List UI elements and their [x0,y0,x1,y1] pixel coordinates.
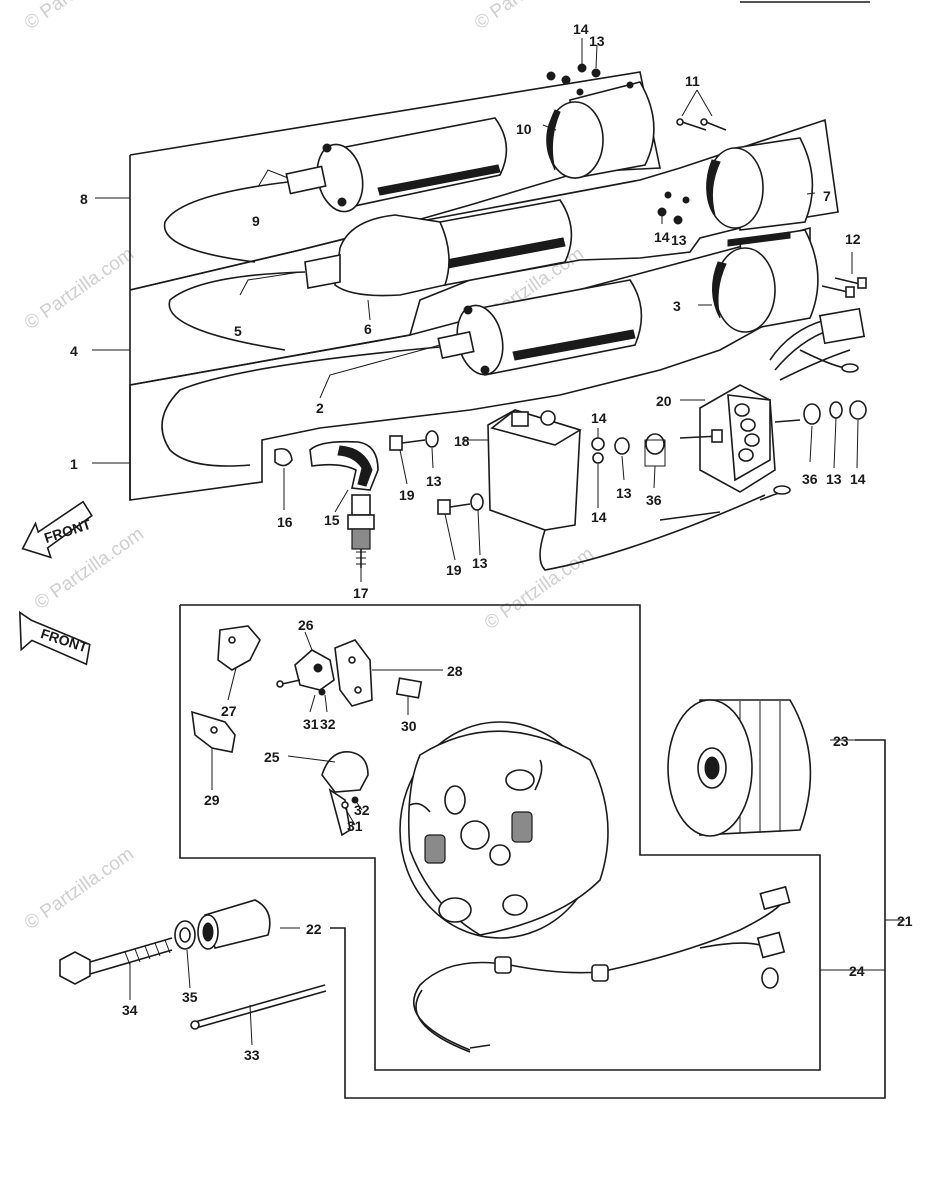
condenser-box-18 [487,409,791,571]
callout-29: 29 [204,792,220,808]
bracket-21 [330,739,886,1099]
callout-19-lower: 19 [446,562,462,578]
bracket-29 [191,710,236,753]
callout-14-top: 14 [573,21,589,37]
bolts-11 [676,89,727,131]
rod-33 [190,984,327,1030]
plate-28 [334,639,373,707]
callout-32-a: 32 [320,716,336,732]
callout-31-a: 31 [303,716,319,732]
callout-12: 12 [845,231,861,247]
callout-13-upper: 13 [426,473,442,489]
callout-14-b: 14 [591,509,607,525]
callout-27: 27 [221,703,237,719]
points-26 [276,649,335,696]
watermark-2: © Partzilla.com [471,0,588,34]
coil-frame-bottom [129,226,811,501]
wire-clip-16 [274,447,293,467]
callout-25: 25 [264,749,280,765]
regulator-20 [679,384,867,493]
leader-lines [129,38,859,1046]
callout-13-a: 13 [616,485,632,501]
bolts-12 [821,252,867,298]
callout-36-a: 36 [646,492,662,508]
callout-2: 2 [316,400,324,416]
callout-7: 7 [823,188,831,204]
wire-harness-24 [413,885,791,1053]
spacer-22 [197,899,271,950]
callout-20: 20 [656,393,672,409]
callout-1: 1 [70,456,78,472]
nuts-washers-cluster [591,433,666,467]
rotor-23 [667,699,812,837]
callout-3: 3 [673,298,681,314]
callout-30: 30 [401,718,417,734]
watermark-1: © Partzilla.com [21,0,138,34]
coil-clamp-10 [546,63,655,179]
watermark-7: © Partzilla.com [21,843,138,934]
watermark-3: © Partzilla.com [21,243,138,334]
coil-clamp-7 [657,137,814,231]
callout-6: 6 [364,321,372,337]
bolt-19-lower [437,493,484,515]
callout-numbers: 8 4 1 9 5 6 2 10 14 13 11 7 14 13 12 3 1… [70,21,913,1063]
callout-23: 23 [833,733,849,749]
callout-22: 22 [306,921,322,937]
callout-14-a: 14 [591,410,607,426]
callout-21: 21 [897,913,913,929]
stator-frame-a [180,604,821,1071]
callout-36-b: 36 [802,471,818,487]
stator-plate [399,721,609,939]
callout-19-upper: 19 [399,487,415,503]
callout-18: 18 [454,433,470,449]
callout-15: 15 [324,512,340,528]
callout-24: 24 [849,963,865,979]
callout-31-b: 31 [347,818,363,834]
callout-32-b: 32 [354,802,370,818]
callout-13-top: 13 [589,33,605,49]
callout-13-lower: 13 [472,555,488,571]
bolt-19-upper [389,430,439,451]
callout-4: 4 [70,343,78,359]
bracket-27 [217,625,261,671]
callout-9: 9 [252,213,260,229]
callout-35: 35 [182,989,198,1005]
callout-28: 28 [447,663,463,679]
callout-26: 26 [298,617,314,633]
front-arrow-lower: FRONT [18,610,91,666]
bolt-34 [59,937,173,985]
callout-14-mid: 14 [654,229,670,245]
ignition-coil-top [163,117,508,263]
callout-5: 5 [234,323,242,339]
callout-11: 11 [685,73,700,89]
callout-14-c: 14 [850,471,866,487]
callout-10: 10 [516,121,532,137]
spark-plug-17 [347,494,375,568]
felt-30 [395,677,423,699]
stator-frame-b [179,605,376,925]
callout-17: 17 [353,585,369,601]
callout-16: 16 [277,514,293,530]
coil-frame-middle [129,118,839,386]
coil-clamp-3 [712,229,819,333]
callout-13-b: 13 [826,471,842,487]
ignition-coil-middle [168,199,573,351]
coil-wire-harness [769,307,866,381]
front-arrow-upper: FRONT [21,500,93,559]
washer-35 [174,920,196,950]
callout-13-mid: 13 [671,232,687,248]
callout-34: 34 [122,1002,138,1018]
callout-8: 8 [80,191,88,207]
callout-33: 33 [244,1047,260,1063]
plug-cap-15 [309,440,379,491]
ignition-coil-bottom [161,279,643,467]
